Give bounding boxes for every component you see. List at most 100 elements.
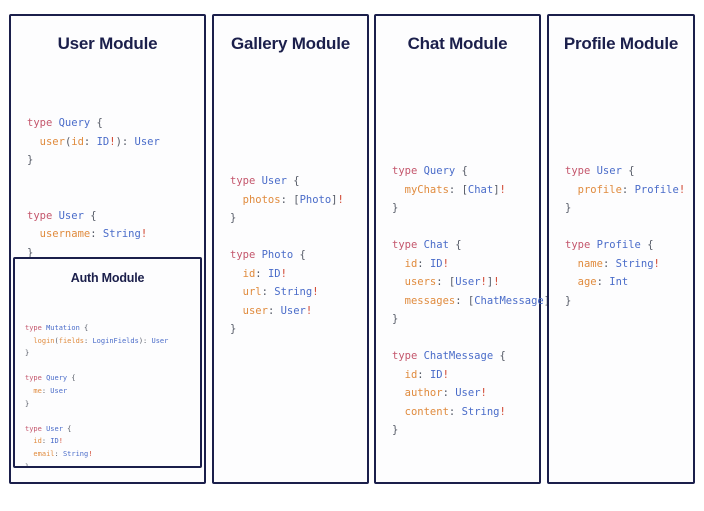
code-token-type: Profile bbox=[596, 239, 641, 251]
code-line: } bbox=[392, 421, 539, 440]
code-token-fld: profile bbox=[565, 183, 622, 196]
panel-auth-module[interactable]: Auth Module type Mutation { login(fields… bbox=[13, 257, 202, 468]
code-line: messages: [ChatMessage]! bbox=[392, 292, 557, 311]
code-line: type Chat { bbox=[392, 236, 539, 255]
code-line: username: String! bbox=[27, 225, 204, 244]
code-token-bang: ! bbox=[442, 368, 449, 381]
code-token-bang: ! bbox=[88, 449, 93, 458]
code-token-pun: ] bbox=[486, 276, 494, 288]
code-token-type: String bbox=[102, 228, 141, 240]
code-token-pun: { bbox=[286, 175, 300, 187]
code-token-type: User bbox=[596, 165, 622, 177]
profile-module-code: type User { profile: Profile!} type Prof… bbox=[549, 162, 693, 310]
code-token-kw: type bbox=[392, 239, 424, 251]
code-line: } bbox=[565, 199, 693, 218]
code-token-pun: : bbox=[417, 257, 430, 270]
code-token-type: User bbox=[134, 135, 160, 148]
code-token-fld: content bbox=[392, 405, 449, 418]
code-token-bang: ! bbox=[653, 257, 660, 270]
code-token-type: Photo bbox=[261, 249, 294, 261]
code-token-type: Mutation bbox=[46, 324, 80, 332]
panel-user-module[interactable]: User Module type Query { user(id: ID!): … bbox=[9, 14, 206, 484]
code-token-kw: type bbox=[230, 175, 262, 187]
gallery-module-title: Gallery Module bbox=[230, 34, 351, 53]
code-line: } bbox=[392, 199, 539, 218]
code-token-pun: } bbox=[392, 202, 399, 214]
code-line: id: ID! bbox=[25, 435, 200, 448]
code-token-type: ID bbox=[96, 135, 110, 148]
code-line: name: String! bbox=[565, 255, 693, 274]
code-line: url: String! bbox=[230, 283, 367, 302]
code-line: type Query { bbox=[25, 372, 200, 385]
code-line: type User { bbox=[230, 172, 367, 191]
code-token-fld: me bbox=[25, 386, 42, 395]
code-token-pun: : bbox=[83, 135, 97, 148]
code-token-type: Chat bbox=[423, 239, 449, 251]
code-token-pun: { bbox=[640, 239, 654, 251]
code-line: type User { bbox=[25, 423, 200, 436]
code-line: } bbox=[230, 209, 367, 228]
code-token-pun: ( bbox=[64, 135, 72, 148]
panel-gallery-module[interactable]: Gallery Module type User { photos: [Phot… bbox=[212, 14, 369, 484]
code-line: type User { bbox=[27, 207, 204, 226]
code-token-kw: type bbox=[230, 249, 262, 261]
code-token-fld: id bbox=[392, 368, 418, 381]
code-token-kw: type bbox=[27, 117, 59, 129]
code-token-pun: } bbox=[565, 294, 572, 307]
code-token-bang: ! bbox=[442, 257, 449, 270]
code-token-pun: : bbox=[621, 183, 635, 196]
code-token-pun: : bbox=[602, 257, 616, 270]
code-line: email: String! bbox=[25, 448, 200, 461]
panel-chat-module[interactable]: Chat Module type Query { myChats: [Chat]… bbox=[374, 14, 557, 484]
code-token-fld: id bbox=[25, 437, 42, 446]
code-token-pun: : bbox=[442, 387, 456, 399]
code-line: content: String! bbox=[392, 403, 539, 422]
auth-module-code: type Mutation { login(fields: LoginField… bbox=[15, 322, 200, 466]
code-line: me: User bbox=[25, 385, 200, 398]
user-module-title: User Module bbox=[57, 34, 158, 53]
code-token-type: User bbox=[151, 336, 169, 345]
code-token-pun: [ bbox=[293, 193, 300, 206]
code-token-pun: : bbox=[90, 228, 103, 240]
code-token-pun: : bbox=[417, 368, 430, 381]
code-token-pun: ( bbox=[54, 336, 59, 345]
code-token-pun: [ bbox=[461, 183, 468, 196]
code-token-type: Query bbox=[423, 165, 456, 177]
code-token-pun: : bbox=[255, 267, 268, 280]
code-token-pun: [ bbox=[467, 294, 475, 307]
code-token-type: Query bbox=[58, 117, 91, 129]
code-line: } bbox=[27, 244, 204, 263]
panel-profile-module[interactable]: Profile Module type User { profile: Prof… bbox=[547, 14, 695, 484]
code-token-pun: } bbox=[27, 246, 34, 259]
code-token-bang: ! bbox=[305, 304, 313, 317]
code-token-fld: age bbox=[565, 276, 597, 288]
code-token-fld: name bbox=[565, 257, 603, 270]
code-line: } bbox=[565, 292, 693, 311]
code-token-type: User bbox=[455, 276, 481, 288]
code-line: users: [User!]! bbox=[392, 273, 539, 292]
chat-module-code: type Query { myChats: [Chat]!} type Chat… bbox=[376, 162, 557, 440]
code-token-kw: type bbox=[565, 239, 597, 251]
code-token-type: String bbox=[615, 257, 654, 270]
code-token-pun: { bbox=[62, 424, 72, 433]
code-token-type: Photo bbox=[299, 193, 332, 206]
code-line: type Query { bbox=[392, 162, 539, 181]
code-token-pun: [ bbox=[448, 276, 456, 288]
code-token-type: String bbox=[461, 405, 500, 418]
code-token-fld: id bbox=[71, 135, 84, 148]
code-token-type: String bbox=[62, 449, 89, 458]
code-token-kw: type bbox=[392, 350, 424, 362]
code-token-type: ID bbox=[50, 437, 59, 446]
code-line bbox=[27, 188, 204, 207]
code-token-pun: ): bbox=[138, 336, 152, 345]
code-token-fld: messages bbox=[392, 294, 456, 307]
code-line: author: User! bbox=[392, 384, 539, 403]
code-line: profile: Profile! bbox=[565, 181, 693, 200]
code-token-pun: : bbox=[280, 193, 294, 206]
code-token-pun: { bbox=[90, 117, 103, 129]
code-token-type: ID bbox=[429, 257, 443, 270]
code-line: } bbox=[27, 151, 204, 170]
code-line: photos: [Photo]! bbox=[230, 191, 367, 210]
code-token-pun: { bbox=[79, 324, 89, 332]
